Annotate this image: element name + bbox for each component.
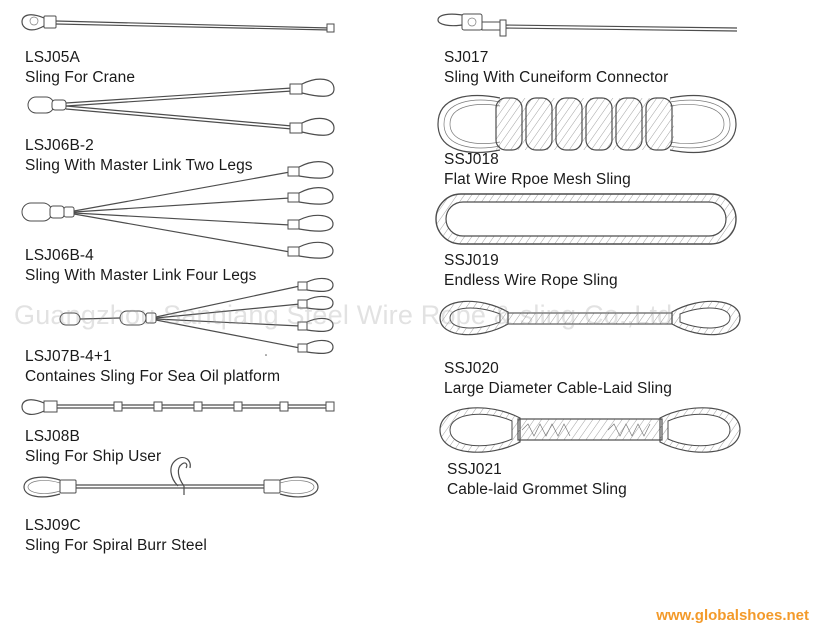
drawing-ssj020 <box>439 300 741 336</box>
product-label-lsj06b-4: LSJ06B-4 Sling With Master Link Four Leg… <box>25 246 256 286</box>
product-code: SSJ018 <box>444 151 499 168</box>
product-name: Sling For Ship User <box>25 448 162 465</box>
website-link[interactable]: www.globalshoes.net <box>656 607 809 624</box>
product-label-lsj06b-2: LSJ06B-2 Sling With Master Link Two Legs <box>25 136 253 176</box>
product-code: LSJ05A <box>25 49 80 66</box>
product-label-ssj018: SSJ018 Flat Wire Rpoe Mesh Sling <box>444 150 631 190</box>
product-code: SSJ020 <box>444 360 499 377</box>
product-code: SSJ019 <box>444 252 499 269</box>
drawing-lsj07b <box>59 277 334 356</box>
product-code: LSJ06B-2 <box>25 137 94 154</box>
product-label-lsj09c: LSJ09C Sling For Spiral Burr Steel <box>25 516 207 556</box>
product-name: Sling For Spiral Burr Steel <box>25 537 207 554</box>
drawing-lsj06b-2 <box>27 78 335 136</box>
drawing-sj017 <box>437 13 738 37</box>
product-label-ssj021: SSJ021 Cable-laid Grommet Sling <box>447 460 627 500</box>
drawing-ssj021 <box>439 407 741 453</box>
product-code: LSJ06B-4 <box>25 247 94 264</box>
product-name: Sling For Crane <box>25 69 136 86</box>
drawing-ssj018 <box>437 95 737 153</box>
drawing-lsj09c <box>23 456 319 498</box>
product-name: Sling With Master Link Two Legs <box>25 157 253 174</box>
drawing-lsj08b <box>21 399 335 415</box>
product-name: Flat Wire Rpoe Mesh Sling <box>444 171 631 188</box>
product-label-sj017: SJ017 Sling With Cuneiform Connector <box>444 48 668 88</box>
product-label-lsj05a: LSJ05A Sling For Crane <box>25 48 135 88</box>
product-name: Endless Wire Rope Sling <box>444 272 618 289</box>
product-code: LSJ08B <box>25 428 80 445</box>
drawing-ssj019 <box>435 193 737 245</box>
product-name: Cable-laid Grommet Sling <box>447 481 627 498</box>
product-name: Sling With Cuneiform Connector <box>444 69 669 86</box>
product-label-lsj07b: LSJ07B-4+1 Containes Sling For Sea Oil p… <box>25 347 280 387</box>
product-code: SJ017 <box>444 49 489 66</box>
drawing-lsj06b-4 <box>21 161 334 259</box>
product-code: LSJ09C <box>25 517 81 534</box>
product-label-ssj019: SSJ019 Endless Wire Rope Sling <box>444 251 618 291</box>
product-code: LSJ07B-4+1 <box>25 348 112 365</box>
product-name: Sling With Master Link Four Legs <box>25 267 257 284</box>
product-code: SSJ021 <box>447 461 502 478</box>
product-label-ssj020: SSJ020 Large Diameter Cable-Laid Sling <box>444 359 672 399</box>
drawing-lsj05a <box>21 14 335 33</box>
product-label-lsj08b: LSJ08B Sling For Ship User <box>25 427 161 467</box>
product-name: Containes Sling For Sea Oil platform <box>25 368 281 385</box>
product-name: Large Diameter Cable-Laid Sling <box>444 380 672 397</box>
